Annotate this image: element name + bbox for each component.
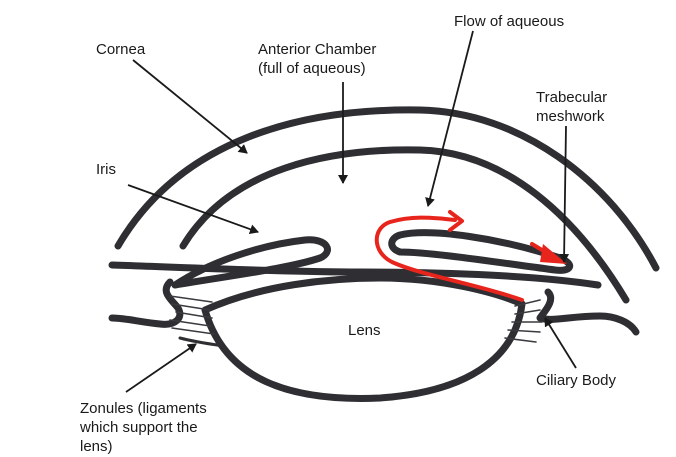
label-cornea: Cornea: [96, 40, 145, 59]
trabecular-meshwork-pointer: [564, 126, 566, 262]
zonules-pointer: [126, 344, 196, 392]
trabecular-flow-arrowhead: [540, 244, 567, 264]
label-zonules: Zonules (ligaments which support the len…: [80, 399, 207, 456]
ciliary-body-left: [112, 282, 180, 324]
ciliary-body-pointer: [545, 318, 576, 368]
cornea-outer-curve: [118, 110, 656, 268]
label-trabecular-meshwork: Trabecular meshwork: [536, 88, 607, 126]
label-anterior-chamber: Anterior Chamber (full of aqueous): [258, 40, 376, 78]
label-flow-of-aqueous: Flow of aqueous: [454, 12, 564, 31]
label-iris: Iris: [96, 160, 116, 179]
cornea-pointer: [133, 60, 247, 153]
label-ciliary-body: Ciliary Body: [536, 371, 616, 390]
iris-left: [175, 240, 327, 285]
label-lens: Lens: [348, 321, 381, 340]
